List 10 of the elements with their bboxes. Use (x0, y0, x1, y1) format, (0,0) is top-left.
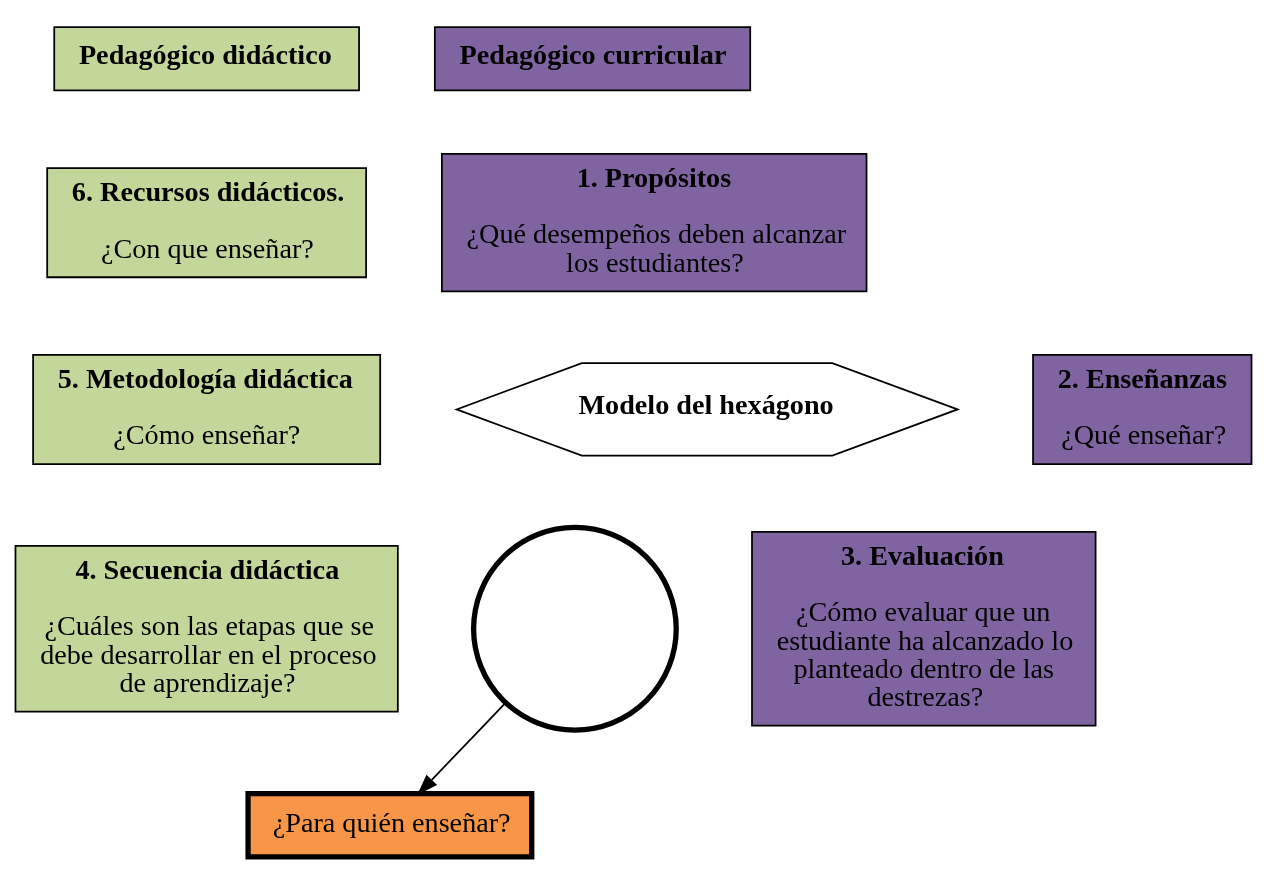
node-box: ¿Para quién enseñar? (245, 790, 535, 860)
node-box: 4. Secuencia didáctica ¿Cuáles son las etapas que se debe desarrollar en el proceso de aprendizaje? (14, 545, 399, 713)
node-box: 1. Propósitos ¿Qué desempeños deben alcanzar los estudiantes? (441, 153, 868, 293)
node-box: 5. Metodología didáctica ¿Cómo enseñar? (32, 353, 382, 465)
node-circle (470, 524, 679, 733)
node-box: Pedagógico didáctico (53, 26, 360, 92)
node-box: 3. Evaluación ¿Cómo evaluar que un estudiante ha alcanzado lo planteado dentro de las destrezas? (751, 531, 1097, 727)
node-box: 2. Enseñanzas ¿Qué enseñar? (1032, 353, 1253, 465)
node-box: 6. Recursos didácticos. ¿Con que enseñar? (46, 167, 367, 279)
node-box: Pedagógico curricular (433, 26, 752, 92)
